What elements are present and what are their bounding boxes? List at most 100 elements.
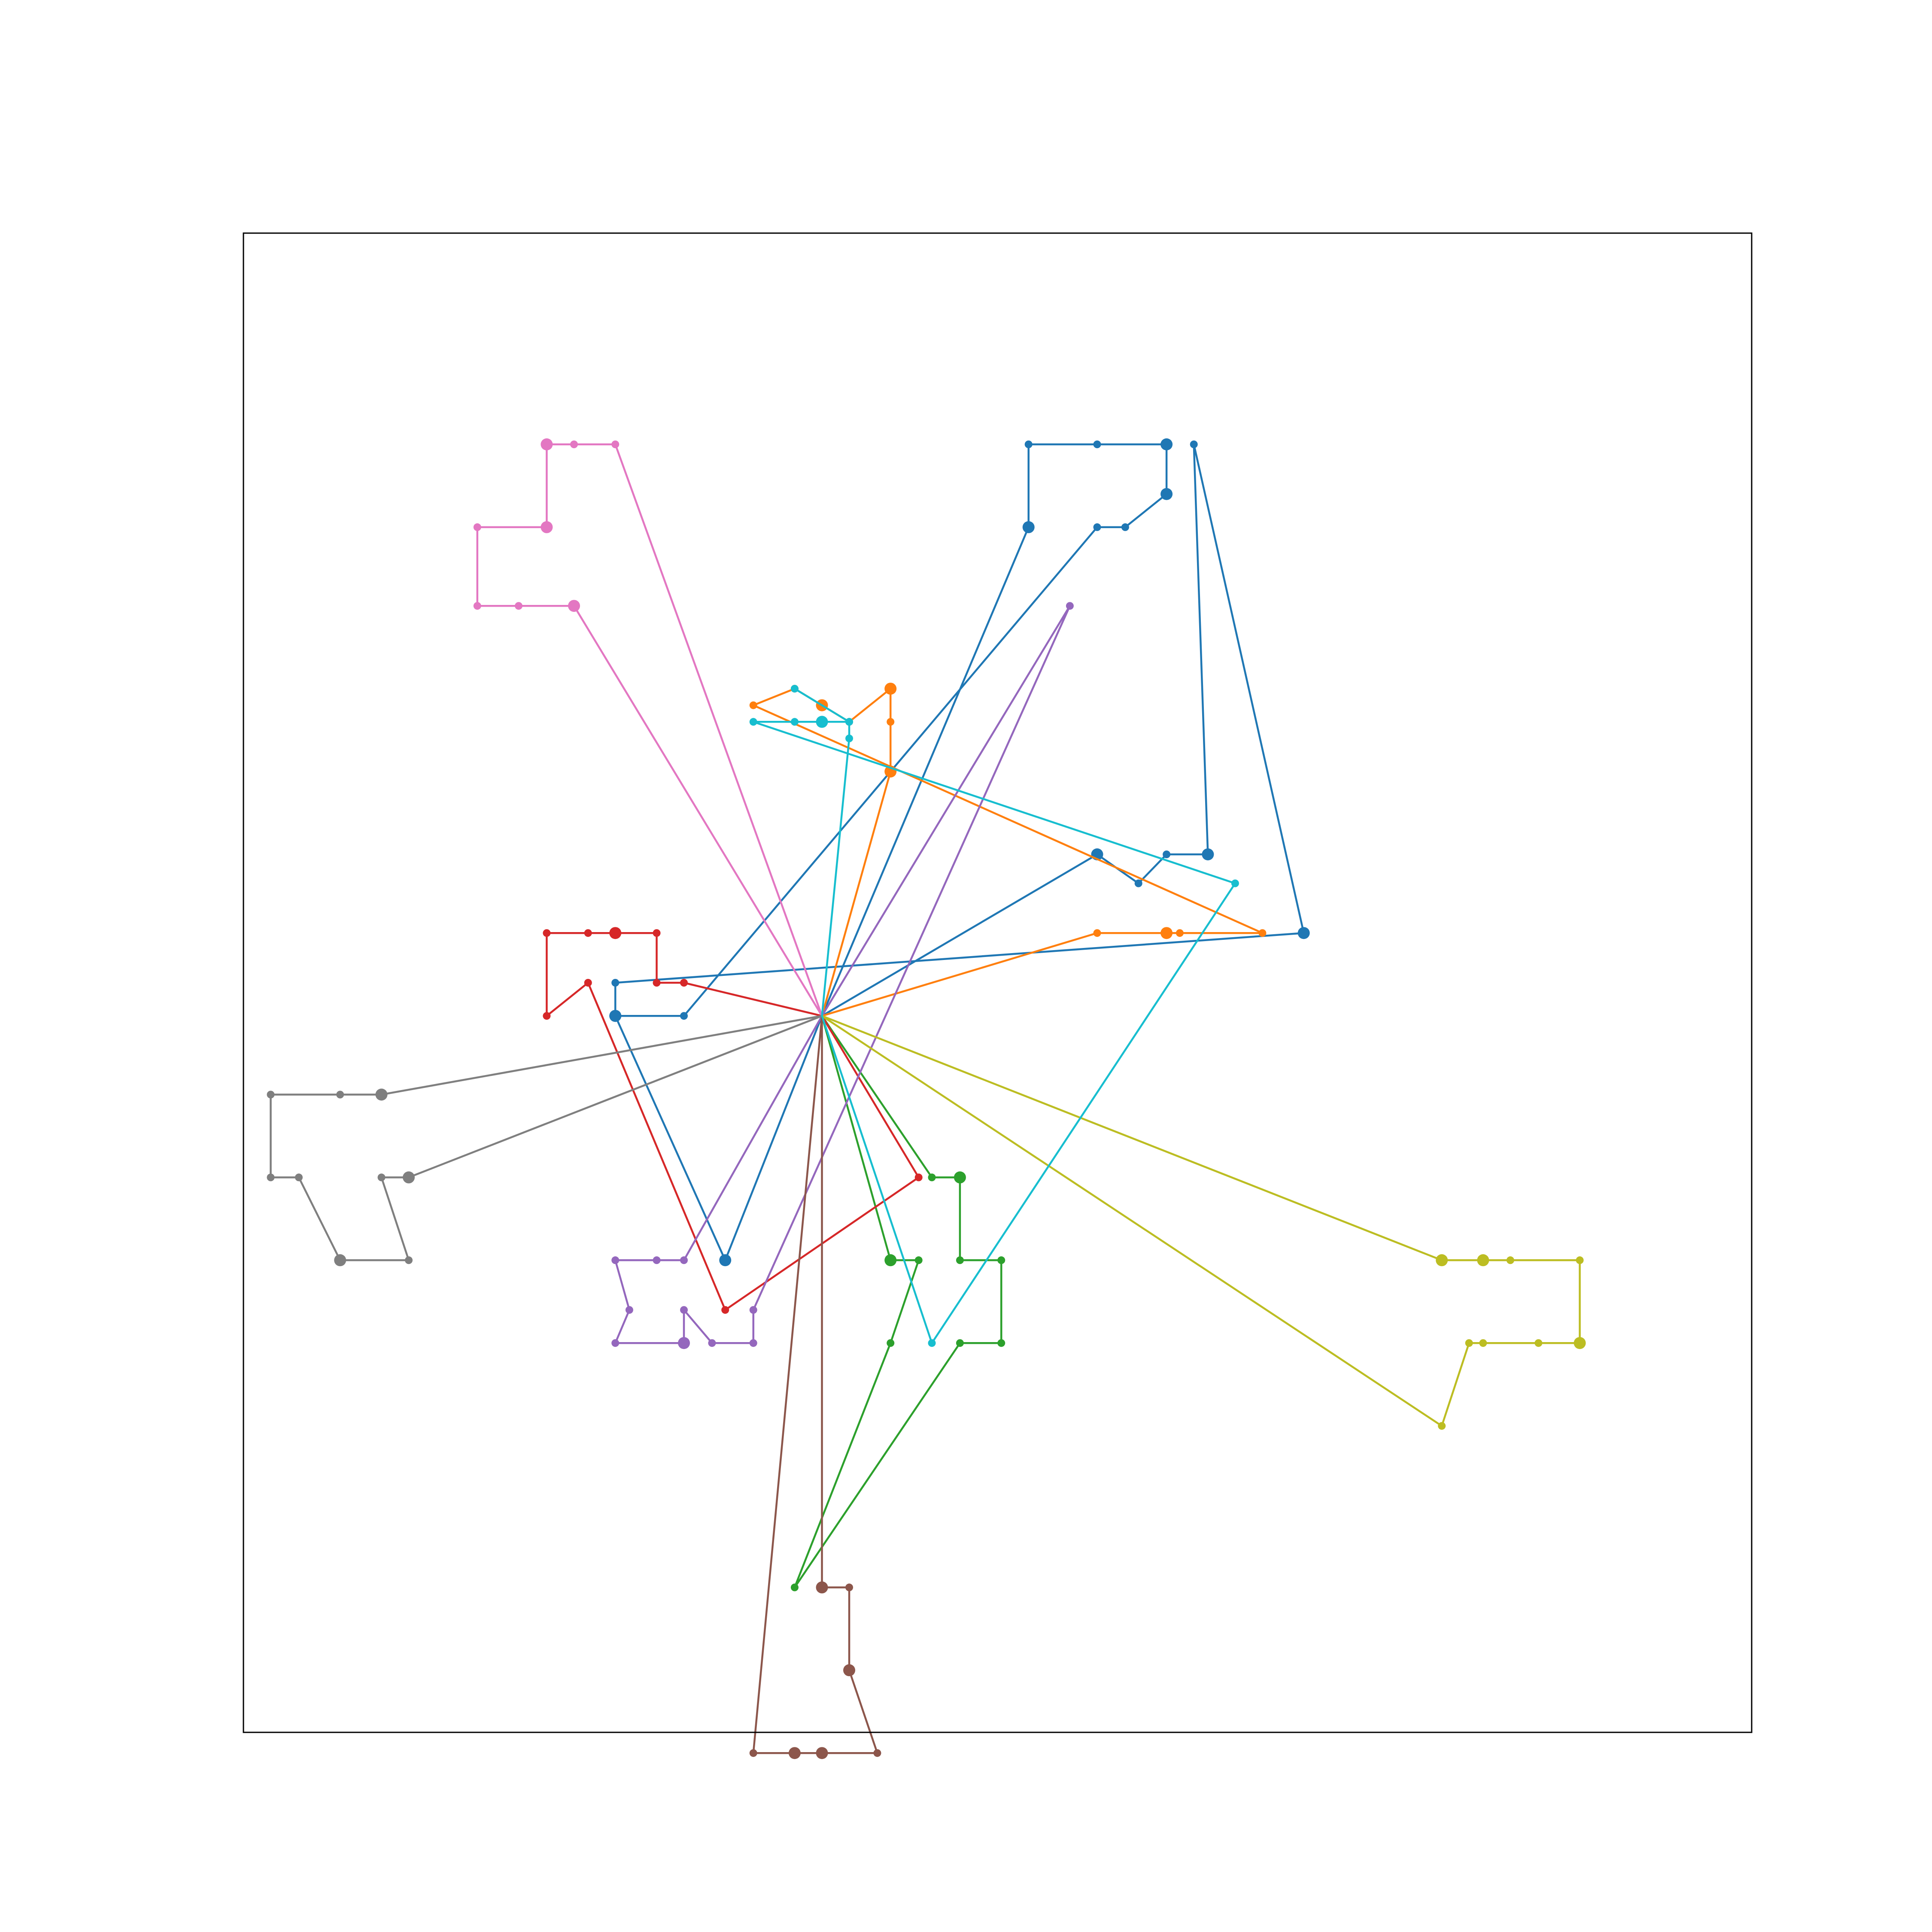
series-8-point <box>334 1254 346 1267</box>
series-1-point <box>1022 521 1035 533</box>
series-1-point <box>1163 851 1171 858</box>
series-10 <box>749 685 1239 1347</box>
series-3-point <box>887 1339 895 1347</box>
series-10-point <box>928 1339 936 1347</box>
series-3-point <box>956 1339 964 1347</box>
series-10-point <box>790 685 799 693</box>
series-4-point <box>543 929 551 937</box>
series-9-point <box>1477 1254 1489 1267</box>
series-10-point <box>749 718 757 726</box>
series-6-point <box>873 1749 881 1757</box>
series-7-line <box>476 443 823 1017</box>
series-10-point <box>845 734 853 742</box>
series-8 <box>267 1015 823 1267</box>
series-1 <box>609 438 1310 1267</box>
series-5-point <box>749 1339 757 1347</box>
series-2-point <box>1258 929 1267 937</box>
series-4-line <box>546 932 920 1311</box>
series-2-point <box>1160 927 1173 939</box>
series-6-point <box>843 1664 855 1677</box>
series-7-point <box>611 440 620 448</box>
series-10-point <box>816 716 828 728</box>
series-7-point <box>570 440 578 448</box>
series-3-point <box>954 1171 966 1184</box>
series-3 <box>790 1015 1005 1592</box>
series-4-point <box>653 929 661 937</box>
series-5-point <box>678 1337 690 1349</box>
series-8-point <box>295 1173 303 1182</box>
series-6-point <box>845 1583 853 1592</box>
series-1-point <box>611 979 620 987</box>
series-3-point <box>914 1256 923 1264</box>
series-9-point <box>1479 1339 1487 1347</box>
series-4-point <box>653 979 661 987</box>
series-6-point <box>749 1749 757 1757</box>
series-8-point <box>403 1171 415 1184</box>
series-9-point <box>1465 1339 1473 1347</box>
series-4-point <box>721 1306 729 1314</box>
series-3-point <box>928 1173 936 1182</box>
series-1-point <box>1160 488 1173 500</box>
plot-area <box>267 438 1586 1759</box>
series-1-point <box>1093 440 1101 448</box>
series-9-point <box>1506 1256 1514 1264</box>
series-3-point <box>884 1254 897 1267</box>
series-1-line <box>614 443 1305 1261</box>
series-10-point <box>1231 879 1239 887</box>
series-8-point <box>267 1173 275 1182</box>
series-9-point <box>1438 1422 1446 1430</box>
series-1-point <box>1134 879 1142 887</box>
series-4-point <box>543 1012 551 1020</box>
series-2-point <box>1176 929 1184 937</box>
series-7-point <box>515 602 522 610</box>
series-7-point <box>541 521 553 533</box>
series-7-point <box>473 602 481 610</box>
series-3-point <box>997 1339 1005 1347</box>
series-8-point <box>267 1091 275 1099</box>
series-6-point <box>816 1747 828 1759</box>
series-5-point <box>611 1256 620 1264</box>
series-1-point <box>1121 523 1129 531</box>
series-5-point <box>625 1306 633 1314</box>
series-5-point <box>611 1339 620 1347</box>
series-2-point <box>1093 929 1101 937</box>
series-8-point <box>377 1173 386 1182</box>
series-1-point <box>1190 440 1198 448</box>
series-9 <box>821 1015 1586 1430</box>
series-5-point <box>1066 602 1074 610</box>
series-10-point <box>845 718 853 726</box>
series-5-point <box>680 1306 688 1314</box>
series-5-point <box>708 1339 716 1347</box>
series-5-point <box>680 1256 688 1264</box>
series-2-point <box>749 701 757 709</box>
series-2-point <box>887 718 895 726</box>
series-9-point <box>1576 1256 1584 1264</box>
series-4-point <box>680 979 688 987</box>
axes-frame <box>243 232 1753 1733</box>
series-3-point <box>997 1256 1005 1264</box>
series-5-point <box>749 1306 757 1314</box>
series-4-point <box>584 979 592 987</box>
series-1-point <box>680 1012 688 1020</box>
series-10-point <box>790 718 799 726</box>
series-8-point <box>375 1088 388 1101</box>
series-7-point <box>568 600 580 612</box>
series-8-point <box>336 1091 344 1099</box>
series-3-point <box>956 1256 964 1264</box>
series-4-point <box>584 929 592 937</box>
series-5-point <box>653 1256 661 1264</box>
series-6 <box>749 1015 881 1759</box>
series-1-point <box>719 1254 732 1267</box>
series-1-point <box>1093 523 1101 531</box>
series-9-point <box>1574 1337 1586 1349</box>
series-1-point <box>1160 438 1173 450</box>
series-2-point <box>884 683 897 695</box>
series-1-point <box>1202 848 1214 860</box>
series-3-point <box>790 1583 799 1592</box>
series-1-point <box>1297 927 1310 939</box>
series-9-point <box>1436 1254 1448 1267</box>
series-1-point <box>1024 440 1033 448</box>
series-4-point <box>914 1173 923 1182</box>
